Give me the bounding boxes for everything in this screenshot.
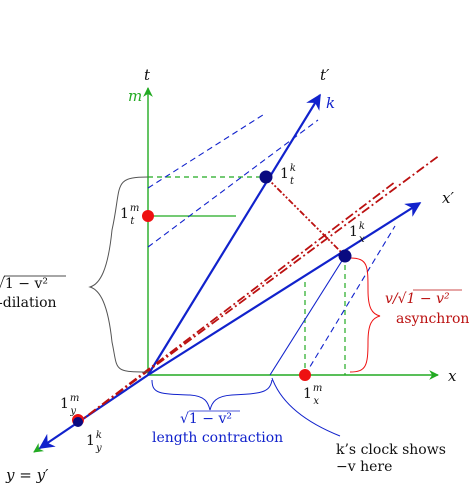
label-m: m [128,87,142,105]
point-1t-m [142,210,154,222]
t-prime-axis [147,93,321,376]
light-line-upper [74,181,396,426]
x-prime-axis [147,202,422,376]
point-1x-k [338,249,352,263]
asynchron-text: asynchron [396,311,469,327]
parallel-t-prime-through-xk [304,225,396,376]
length-formula: √1 − v² [180,411,232,427]
light-line-lower [74,154,441,426]
asynchron-formula: v/√1 − v² [385,291,450,307]
parallel-x-prime-through-tk [147,119,319,248]
time-dilation-formula: √1 − v² [0,276,48,292]
parallel-x-prime-through-tk-2 [147,112,267,189]
brace-time-dilation [88,176,149,373]
point-1t-k [259,170,273,184]
simultaneity-connector [265,176,346,257]
label-t: t [144,66,151,84]
label-k: k [326,94,335,112]
length-text: length contraction [152,430,283,446]
parallel-t-prime-solid [269,255,346,376]
clock-text-line1: k’s clock shows [336,442,446,458]
brace-length-contraction [151,379,273,411]
point-1y-k [73,417,83,427]
label-x-prime: x′ [442,189,454,207]
label-t-prime: t′ [320,66,330,84]
label-x: x [448,367,457,385]
clock-pointer [271,377,341,437]
label-y-eq: y = y′ [5,466,49,484]
brace-asynchron [349,257,381,373]
point-1x-m [299,369,311,381]
time-dilation-text: -dilation [0,295,57,311]
clock-text-line2: −v here [336,459,392,475]
